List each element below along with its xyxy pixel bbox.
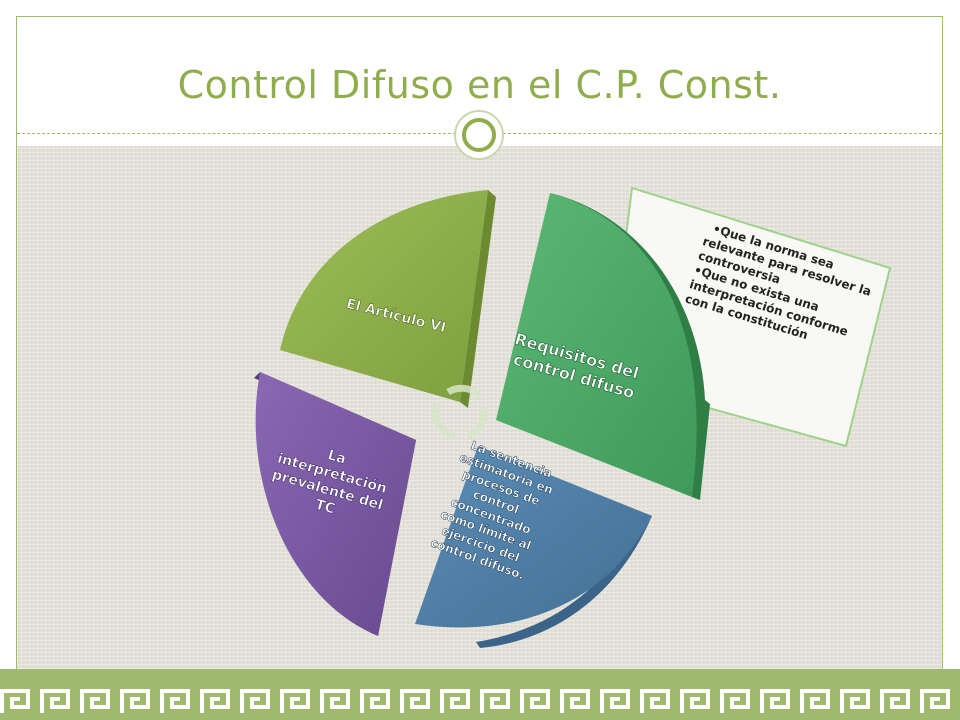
greek-key-border: [0, 683, 960, 720]
meander-unit: [600, 689, 630, 713]
meander-unit: [0, 689, 30, 713]
circle-ornament-icon: [454, 110, 504, 160]
meander-unit: [480, 689, 510, 713]
meander-unit: [160, 689, 190, 713]
meander-unit: [120, 689, 150, 713]
meander-unit: [80, 689, 110, 713]
segment-articulo-vi: [280, 190, 496, 408]
meander-unit: [440, 689, 470, 713]
meander-unit: [520, 689, 550, 713]
meander-unit: [40, 689, 70, 713]
meander-unit: [720, 689, 750, 713]
meander-unit: [760, 689, 790, 713]
meander-unit: [240, 689, 270, 713]
segment-sentencia: [415, 446, 652, 648]
slide-title: Control Difuso en el C.P. Const.: [177, 63, 782, 107]
meander-unit: [840, 689, 870, 713]
meander-unit: [640, 689, 670, 713]
segment-requisitos: [496, 193, 710, 500]
meander-unit: [360, 689, 390, 713]
meander-unit: [400, 689, 430, 713]
meander-unit: [320, 689, 350, 713]
meander-unit: [200, 689, 230, 713]
meander-unit: [560, 689, 590, 713]
segment-interpretacion: [254, 372, 416, 636]
meander-unit: [800, 689, 830, 713]
cycle-arrows-icon: [431, 384, 488, 440]
meander-unit: [880, 689, 910, 713]
meander-unit: [680, 689, 710, 713]
meander-unit: [920, 689, 950, 713]
meander-unit: [280, 689, 310, 713]
bottom-band: [0, 669, 960, 683]
